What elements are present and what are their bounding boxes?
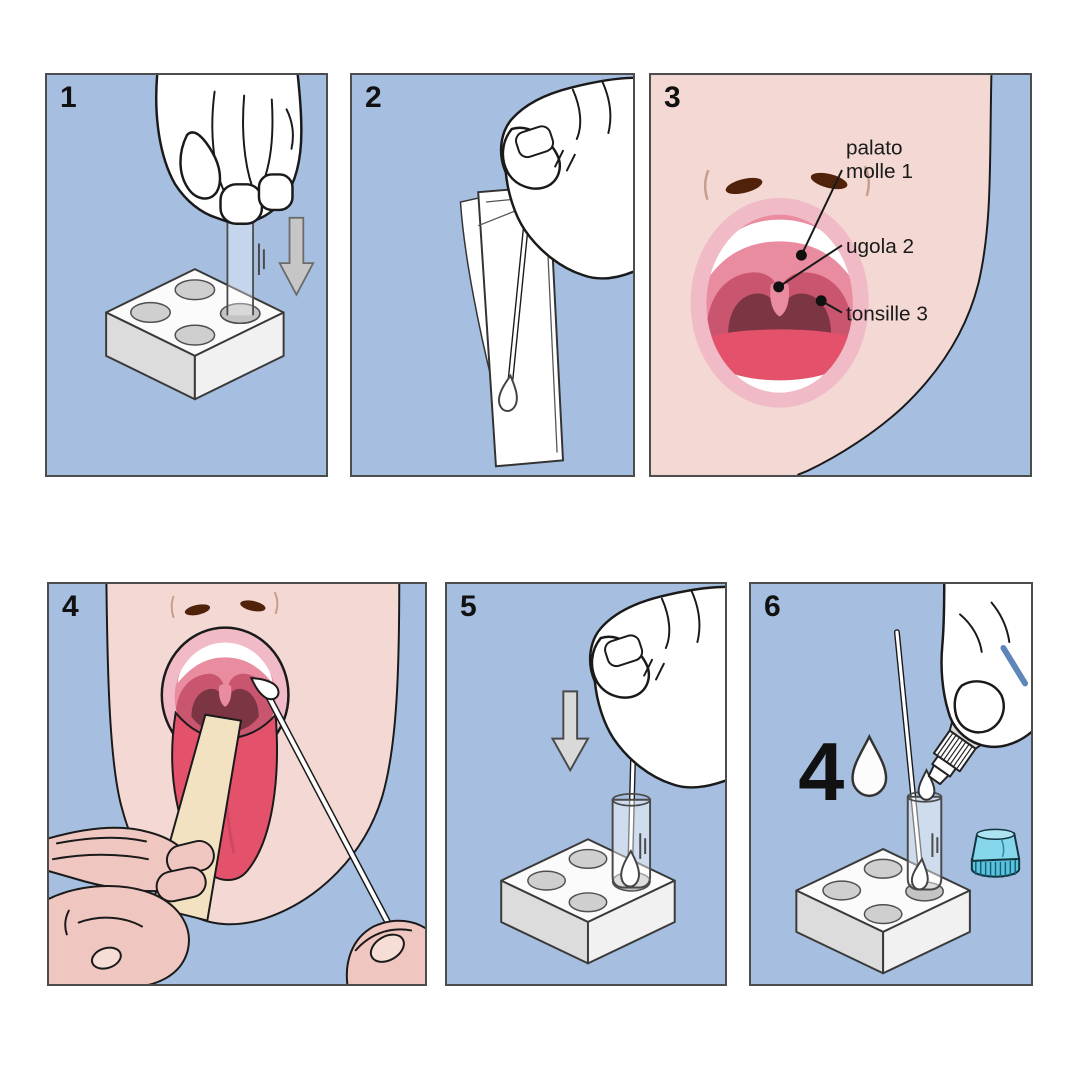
gloved-hand (155, 75, 303, 225)
gloved-hand (499, 76, 633, 280)
swab (249, 677, 401, 944)
nose (170, 591, 279, 619)
operator-hand-right (345, 919, 425, 984)
step-panel-6: 6 (749, 582, 1033, 986)
workstation-wells (822, 858, 944, 925)
step-panel-1: 1 (45, 73, 328, 477)
step-number: 5 (460, 590, 477, 623)
workstation (795, 848, 971, 975)
transfer-tube (611, 792, 652, 889)
step-panel-4: 4 (47, 582, 427, 986)
step-panel-3: 3 (649, 73, 1032, 477)
down-arrow-icon (278, 216, 315, 297)
workstation (105, 268, 285, 401)
step-number: 1 (60, 81, 77, 114)
anatomy-dots (773, 249, 827, 307)
step-number: 3 (664, 81, 681, 114)
swab-tip (910, 856, 929, 891)
step-panel-5: 5 (445, 582, 727, 986)
drop-count: 4 (798, 725, 844, 818)
step-number: 4 (62, 590, 79, 623)
swab (893, 629, 924, 874)
down-arrow-icon (550, 690, 590, 773)
upper-teeth (706, 219, 853, 281)
step-4-illustration (49, 584, 425, 984)
label-soft-palate-line2: molle 1 (846, 160, 913, 183)
step-number: 2 (365, 81, 382, 114)
step-number: 6 (764, 590, 781, 623)
gloved-hand (940, 584, 1031, 749)
helper-hand-left (49, 826, 215, 984)
swab-tip (620, 849, 640, 888)
step-5-illustration (500, 585, 725, 965)
gloved-hand (588, 585, 725, 789)
step-1-illustration (105, 75, 315, 401)
label-tonsil: tonsille 3 (846, 303, 928, 326)
mouth-anatomy (690, 197, 869, 408)
tongue (706, 329, 853, 386)
step-3-illustration: palato molle 1 ugola 2 tonsille 3 (651, 75, 993, 475)
step-6-illustration: 4 (795, 584, 1031, 975)
label-uvula: ugola 2 (846, 235, 914, 258)
falling-drop (917, 767, 936, 801)
tube-cap (970, 828, 1021, 878)
droplet-icon (851, 733, 888, 798)
step-panel-2: 2 (350, 73, 635, 477)
step-2-illustration (459, 76, 633, 468)
label-soft-palate-line1: palato (846, 136, 903, 159)
